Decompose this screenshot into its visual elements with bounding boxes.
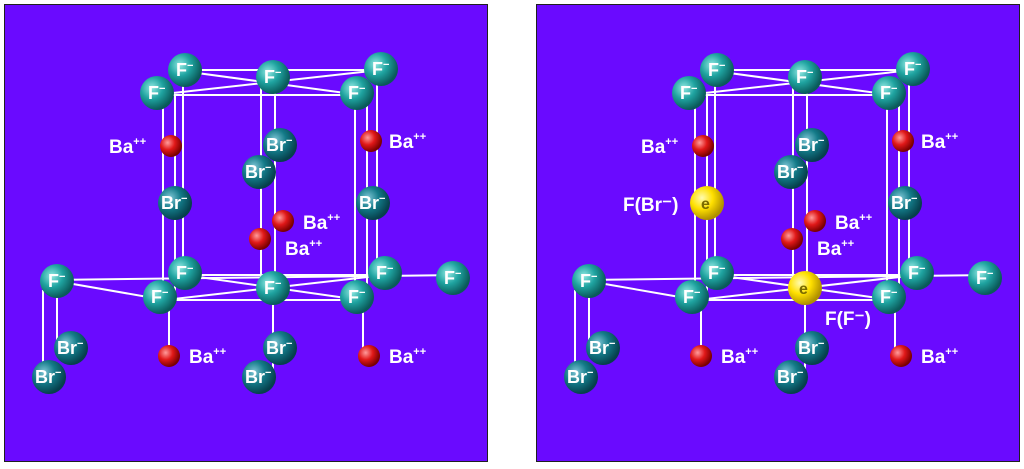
svg-text:Br−: Br− xyxy=(589,338,615,358)
fluoride-ion: F− xyxy=(368,256,402,290)
svg-text:Ba++: Ba++ xyxy=(389,346,426,368)
barium-ion: Ba++ xyxy=(360,130,426,153)
bromide-ion: Br− xyxy=(795,331,829,365)
label-f-center-fluoride: F(F⁻) xyxy=(825,309,871,330)
barium-ion: Ba++ xyxy=(690,345,758,368)
barium-ion: Ba++ xyxy=(158,345,226,368)
svg-text:Br−: Br− xyxy=(359,193,385,213)
fluoride-ion: F− xyxy=(672,76,706,110)
lattice-bonds xyxy=(574,69,993,375)
svg-text:Br−: Br− xyxy=(266,338,292,358)
svg-text:e: e xyxy=(701,196,710,213)
svg-text:Br−: Br− xyxy=(35,367,61,387)
fluoride-ion: F− xyxy=(140,76,174,110)
bromide-ion: Br− xyxy=(564,360,598,394)
svg-text:Br−: Br− xyxy=(777,367,803,387)
fluoride-ion: F− xyxy=(872,76,906,110)
fluoride-ion: F− xyxy=(968,261,1002,295)
fluoride-ion: F− xyxy=(256,60,290,94)
crystal-structure-diagram: F− F− F− F− F− F− F− F− F− F− F− F− Br− … xyxy=(32,52,470,394)
bromide-ion: Br− xyxy=(242,360,276,394)
bromide-ion: Br− xyxy=(888,186,922,220)
barium-ion: Ba++ xyxy=(890,345,958,368)
svg-text:Br−: Br− xyxy=(245,162,271,182)
label-f-center-bromide: F(Br⁻) xyxy=(623,195,678,216)
fluoride-ion: F− xyxy=(675,280,709,314)
electron-f-center: e xyxy=(788,271,822,305)
svg-text:Ba++: Ba++ xyxy=(285,238,322,260)
svg-text:Ba++: Ba++ xyxy=(721,346,758,368)
fluoride-ion: F− xyxy=(872,280,906,314)
fluoride-ion: F− xyxy=(256,271,290,305)
bromide-ion: Br− xyxy=(795,128,829,162)
fluoride-ion: F− xyxy=(700,256,734,290)
right-panel-f-centers: F− F− F− F− F− F− F− F− F− F− F− e F(F⁻)… xyxy=(536,4,1020,462)
barium-ion: Ba++ xyxy=(804,210,872,234)
fluoride-ion: F− xyxy=(40,264,74,298)
bromide-ion: Br− xyxy=(774,360,808,394)
svg-text:Br−: Br− xyxy=(245,367,271,387)
crystal-structure-diagram-with-defects: F− F− F− F− F− F− F− F− F− F− F− e F(F⁻)… xyxy=(564,52,1002,394)
svg-text:Br−: Br− xyxy=(798,338,824,358)
bromide-ion: Br− xyxy=(54,331,88,365)
svg-text:Br−: Br− xyxy=(161,193,187,213)
fluoride-ion: F− xyxy=(900,256,934,290)
barium-ion: Ba++ xyxy=(272,210,340,234)
svg-text:Ba++: Ba++ xyxy=(189,346,226,368)
fluoride-ion: F− xyxy=(572,264,606,298)
bromide-ion: Br− xyxy=(32,360,66,394)
svg-text:Ba++: Ba++ xyxy=(921,346,958,368)
fluoride-ion: F− xyxy=(896,52,930,86)
lattice-bonds xyxy=(42,69,461,375)
fluoride-ion: F− xyxy=(168,53,202,87)
svg-text:Ba++: Ba++ xyxy=(109,136,146,158)
bromide-ion: Br− xyxy=(242,155,276,189)
svg-text:Ba++: Ba++ xyxy=(817,238,854,260)
fluoride-ion: F− xyxy=(436,261,470,295)
svg-text:Br−: Br− xyxy=(891,193,917,213)
svg-text:e: e xyxy=(799,281,808,298)
fluoride-ion: F− xyxy=(340,76,374,110)
bromide-ion: Br− xyxy=(774,155,808,189)
fluoride-ion: F− xyxy=(364,52,398,86)
barium-ion: Ba++ xyxy=(892,130,958,153)
barium-ion: Ba++ xyxy=(641,135,714,158)
svg-text:Br−: Br− xyxy=(798,135,824,155)
left-panel-perfect-lattice: F− F− F− F− F− F− F− F− F− F− F− F− Br− … xyxy=(4,4,488,462)
electron-f-center: e xyxy=(690,186,724,220)
fluoride-ion: F− xyxy=(143,280,177,314)
svg-text:Ba++: Ba++ xyxy=(389,131,426,153)
barium-ion: Ba++ xyxy=(249,228,322,260)
bromide-ion: Br− xyxy=(158,186,192,220)
fluoride-ion: F− xyxy=(340,280,374,314)
svg-text:Ba++: Ba++ xyxy=(921,131,958,153)
svg-text:Br−: Br− xyxy=(266,135,292,155)
barium-ion: Ba++ xyxy=(358,345,426,368)
fluoride-ion: F− xyxy=(168,256,202,290)
svg-text:Br−: Br− xyxy=(777,162,803,182)
svg-text:Br−: Br− xyxy=(57,338,83,358)
bromide-ion: Br− xyxy=(263,331,297,365)
bromide-ion: Br− xyxy=(586,331,620,365)
bromide-ion: Br− xyxy=(263,128,297,162)
svg-text:Ba++: Ba++ xyxy=(835,212,872,234)
svg-text:Ba++: Ba++ xyxy=(641,136,678,158)
fluoride-ion: F− xyxy=(788,60,822,94)
bromide-ion: Br− xyxy=(356,186,390,220)
fluoride-ion: F− xyxy=(700,53,734,87)
svg-text:Ba++: Ba++ xyxy=(303,212,340,234)
svg-text:Br−: Br− xyxy=(567,367,593,387)
barium-ion: Ba++ xyxy=(109,135,182,158)
